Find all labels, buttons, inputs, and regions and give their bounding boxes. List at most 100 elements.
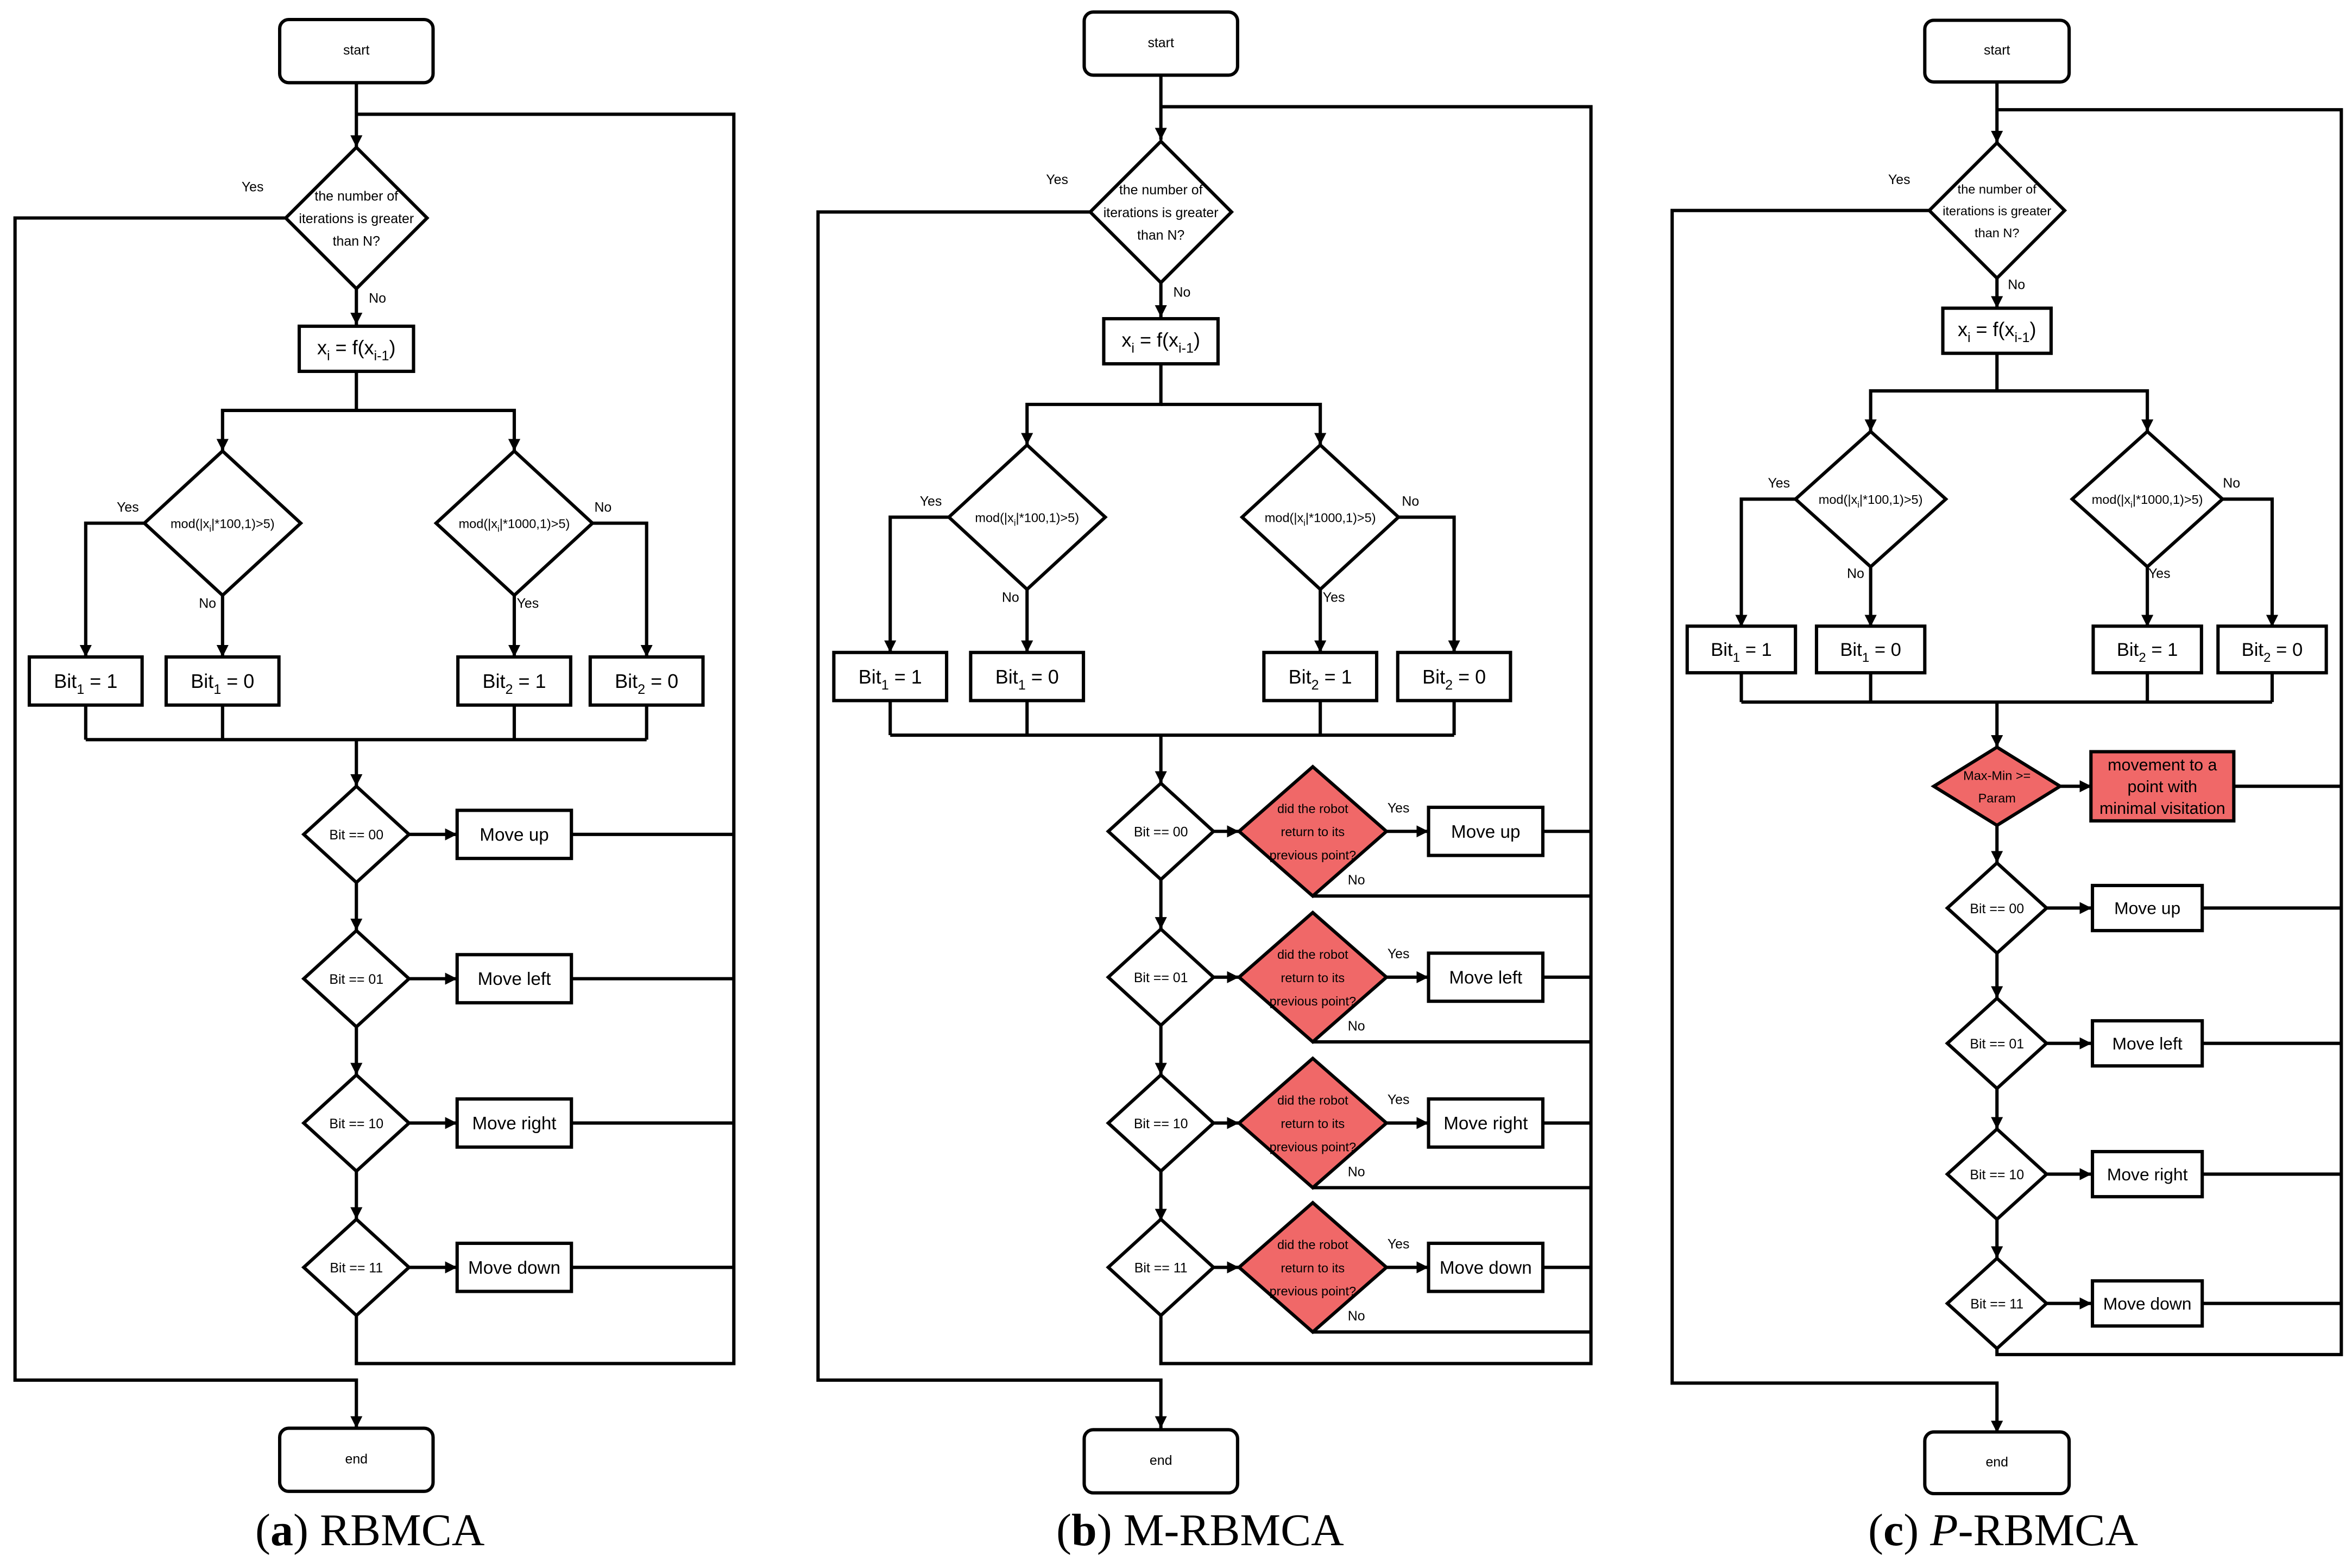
start-label: start [343, 43, 370, 58]
move-action-box [2091, 1279, 2204, 1328]
minimal-visitation-text-line: minimal visitation [2099, 799, 2225, 818]
move-action-label: Move down [2103, 1294, 2192, 1313]
yes-label: Yes [517, 596, 539, 611]
iteration-text-line: the number of [314, 188, 398, 204]
robot-return-text-line: previous point? [1270, 1284, 1357, 1298]
mod1000-no-line [592, 521, 653, 657]
move-action-label: Move left [478, 969, 551, 989]
bit-assign-label: Bit1 = 1 [54, 670, 117, 697]
bit-assign-label: Bit2 = 0 [615, 670, 678, 697]
yes-label: Yes [1388, 1092, 1410, 1107]
xi-right-branch [1997, 389, 2154, 432]
iteration-text-line: iterations is greater [1104, 205, 1219, 220]
xi-label: xi = f(xi-1) [1958, 318, 2036, 345]
mod1000-no-line [2222, 497, 2279, 627]
robot-return-text-line: return to its [1281, 1261, 1345, 1275]
loop-back-line [355, 112, 736, 1365]
move-action-label: Move up [1451, 822, 1520, 842]
yes-label: Yes [1323, 590, 1345, 605]
bit-switch-label: Bit == 11 [1134, 1261, 1188, 1276]
bit-switch-label: Bit == 00 [329, 827, 383, 843]
robot-return-text-line: did the robot [1277, 947, 1348, 962]
mod1000-no-line [1398, 515, 1460, 653]
mod1000-label: mod(|xi|*1000,1)>5) [2092, 492, 2203, 510]
yes-label: Yes [920, 494, 942, 509]
iteration-text-line: than N? [333, 233, 380, 249]
move-action-box [455, 1097, 573, 1149]
no-label: No [1348, 1019, 1365, 1034]
no-label: No [594, 500, 611, 515]
minimal-visitation-text-line: point with [2128, 777, 2198, 796]
yes-label: Yes [1046, 172, 1068, 187]
bit-assign-box [456, 655, 572, 707]
robot-return-text-line: did the robot [1277, 1093, 1348, 1108]
robot-return-text-line: return to its [1281, 825, 1345, 839]
start-terminal [1082, 10, 1239, 77]
move-action-label: Move right [1443, 1114, 1528, 1134]
bit-assign-box [164, 655, 281, 707]
mod100-label: mod(|xi|*100,1)>5) [975, 511, 1079, 528]
iteration-text-line: iterations is greater [299, 211, 414, 226]
mod100-label: mod(|xi|*100,1)>5) [171, 517, 275, 534]
bit-assign-box [1685, 624, 1798, 675]
bit-switch-label: Bit == 11 [330, 1261, 383, 1276]
robot-return-text-line: previous point? [1270, 994, 1357, 1008]
move-action-box [455, 1241, 573, 1293]
bit-switch-label: Bit == 00 [1970, 901, 2024, 916]
iteration-text-line: than N? [1975, 226, 2019, 240]
mod1000-label: mod(|xi|*1000,1)>5) [1265, 511, 1376, 528]
bit-assign-box [2216, 624, 2328, 675]
mod100-yes-line [79, 521, 144, 657]
yes-to-end [13, 216, 363, 1428]
bit-assign-box [832, 650, 949, 703]
move-action-label: Move left [2113, 1034, 2183, 1053]
no-label: No [2008, 277, 2025, 293]
mod100-yes-line [884, 515, 949, 653]
xi-right-branch [1161, 402, 1327, 445]
yes-label: Yes [242, 180, 264, 195]
bit-assign-box [1396, 650, 1512, 703]
move-action-box [455, 953, 573, 1004]
no-label: No [1348, 1308, 1365, 1324]
bit-assign-label: Bit2 = 0 [1422, 665, 1486, 692]
iteration-text-line: than N? [1137, 227, 1184, 243]
move-action-label: Move up [480, 825, 548, 845]
yes-label: Yes [1888, 172, 1910, 187]
minimal-visitation-text-line: movement to a [2108, 756, 2217, 774]
bit-switch-label: Bit == 01 [1134, 970, 1188, 985]
bit-switch-label: Bit == 01 [1970, 1036, 2024, 1052]
yes-label: Yes [1768, 476, 1790, 491]
mod100-yes-line [1735, 497, 1796, 627]
bit-assign-box [1814, 624, 1927, 675]
bit-switch-label: Bit == 10 [329, 1116, 383, 1131]
bit-switch-label: Bit == 10 [1970, 1167, 2024, 1183]
end-label: end [1150, 1453, 1172, 1468]
xi-label: xi = f(xi-1) [317, 336, 396, 363]
end-label: end [1985, 1455, 2008, 1470]
move-action-box [2091, 1019, 2204, 1068]
yes-label: Yes [117, 500, 139, 515]
robot-return-text-line: return to its [1281, 1116, 1345, 1130]
bit-switch-decision [301, 1217, 412, 1318]
yes-to-end [816, 210, 1167, 1428]
xi-process [1102, 317, 1220, 366]
yes-label: Yes [1388, 800, 1410, 815]
bit-assign-label: Bit2 = 1 [2117, 640, 2178, 665]
bit-assign-label: Bit1 = 0 [995, 665, 1059, 692]
bit-assign-label: Bit2 = 1 [1289, 665, 1352, 692]
move-action-box [455, 808, 573, 861]
end-label: end [345, 1451, 368, 1466]
bit-assign-box [1262, 650, 1379, 703]
move-action-box [2091, 883, 2204, 933]
yes-label: Yes [2148, 566, 2171, 581]
bit-assign-label: Bit1 = 1 [1711, 640, 1772, 665]
xi-process [297, 324, 415, 373]
iteration-text-line: the number of [1119, 182, 1203, 198]
no-label: No [1847, 566, 1864, 581]
yes-label: Yes [1388, 1236, 1410, 1251]
xi-right-branch [356, 408, 521, 451]
end-terminal [1082, 1428, 1239, 1495]
move-action-label: Move left [1449, 968, 1522, 988]
bit-switch-label: Bit == 01 [329, 972, 383, 987]
